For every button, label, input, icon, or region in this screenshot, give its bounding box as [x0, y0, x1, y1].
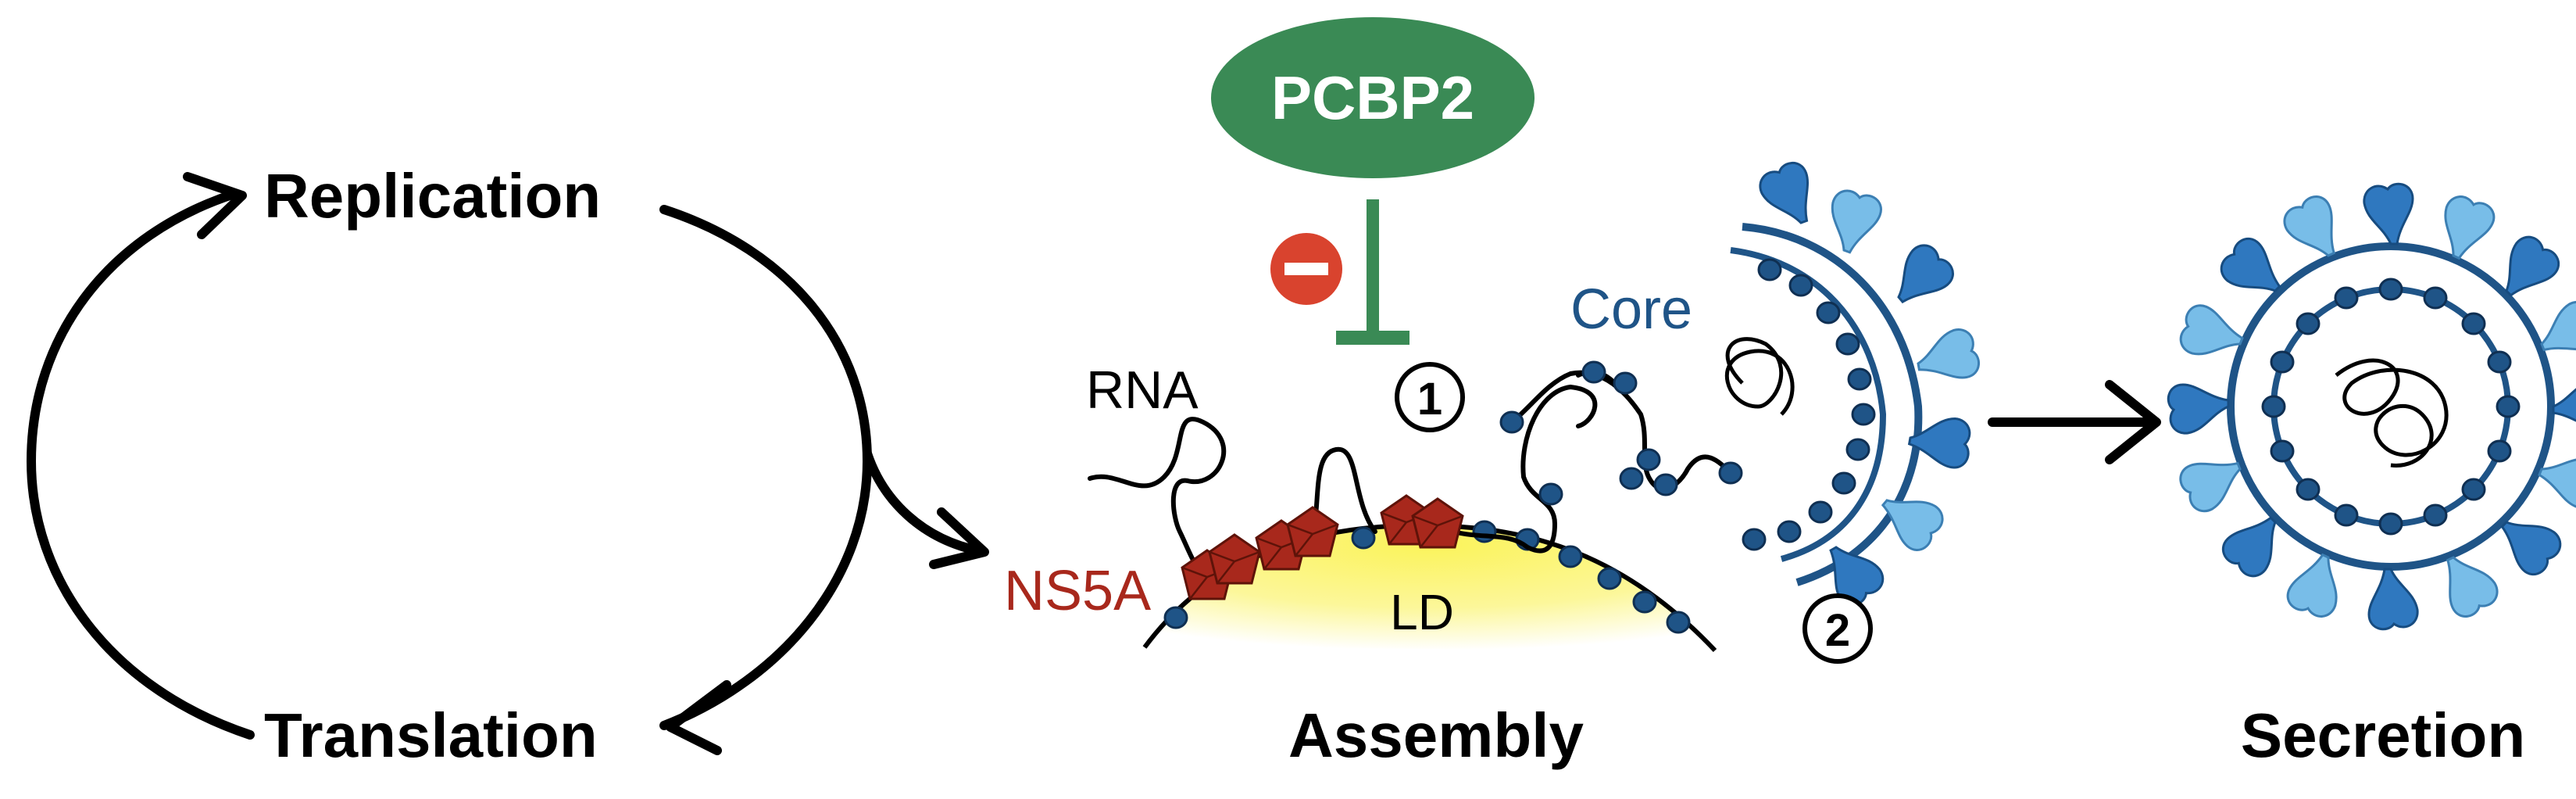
cycle-arc-right	[659, 205, 873, 730]
pcbp2-oval	[1211, 17, 1535, 178]
branch-arrowhead	[929, 507, 989, 569]
rna-to-core-strand	[1510, 370, 1733, 492]
assembly-scene: 1 2 RNA Core NS5A LD Assembly	[1004, 157, 1982, 770]
step-2-label: 2	[1825, 605, 1850, 656]
ld-label: LD	[1390, 584, 1454, 640]
virion-rna	[2335, 358, 2449, 468]
mature-virion: Secretion	[2167, 182, 2576, 770]
ns5a-label: NS5A	[1004, 560, 1151, 622]
budding-capsid	[1725, 157, 1982, 611]
rna-strand	[1088, 370, 1620, 581]
assembly-label: Assembly	[1288, 700, 1584, 770]
core-label: Core	[1570, 278, 1692, 341]
step-2-marker: 2	[1802, 593, 1873, 664]
secretion-arrow	[1988, 380, 2161, 464]
step-1-label: 1	[1417, 374, 1442, 425]
replication-label: Replication	[264, 161, 601, 231]
pcbp2-inhibition: PCBP2	[1211, 17, 1535, 345]
branch-arrow-to-assembly	[863, 449, 985, 556]
cycle-arc-left	[26, 189, 255, 740]
minus-icon	[1270, 233, 1342, 305]
step-1-marker: 1	[1395, 362, 1465, 432]
rna-label: RNA	[1086, 360, 1199, 420]
cycle-arrowhead-replication	[183, 172, 247, 239]
capsid-rna	[1725, 337, 1795, 416]
translation-label: Translation	[264, 700, 598, 770]
free-core-beads	[1499, 360, 1743, 506]
replication-translation-cycle: Replication Translation	[26, 161, 989, 770]
pcbp2-label: PCBP2	[1271, 63, 1474, 132]
virion-core-beads	[2261, 278, 2521, 536]
cycle-arrowhead-translation	[666, 680, 731, 755]
secretion-label: Secretion	[2241, 700, 2526, 770]
